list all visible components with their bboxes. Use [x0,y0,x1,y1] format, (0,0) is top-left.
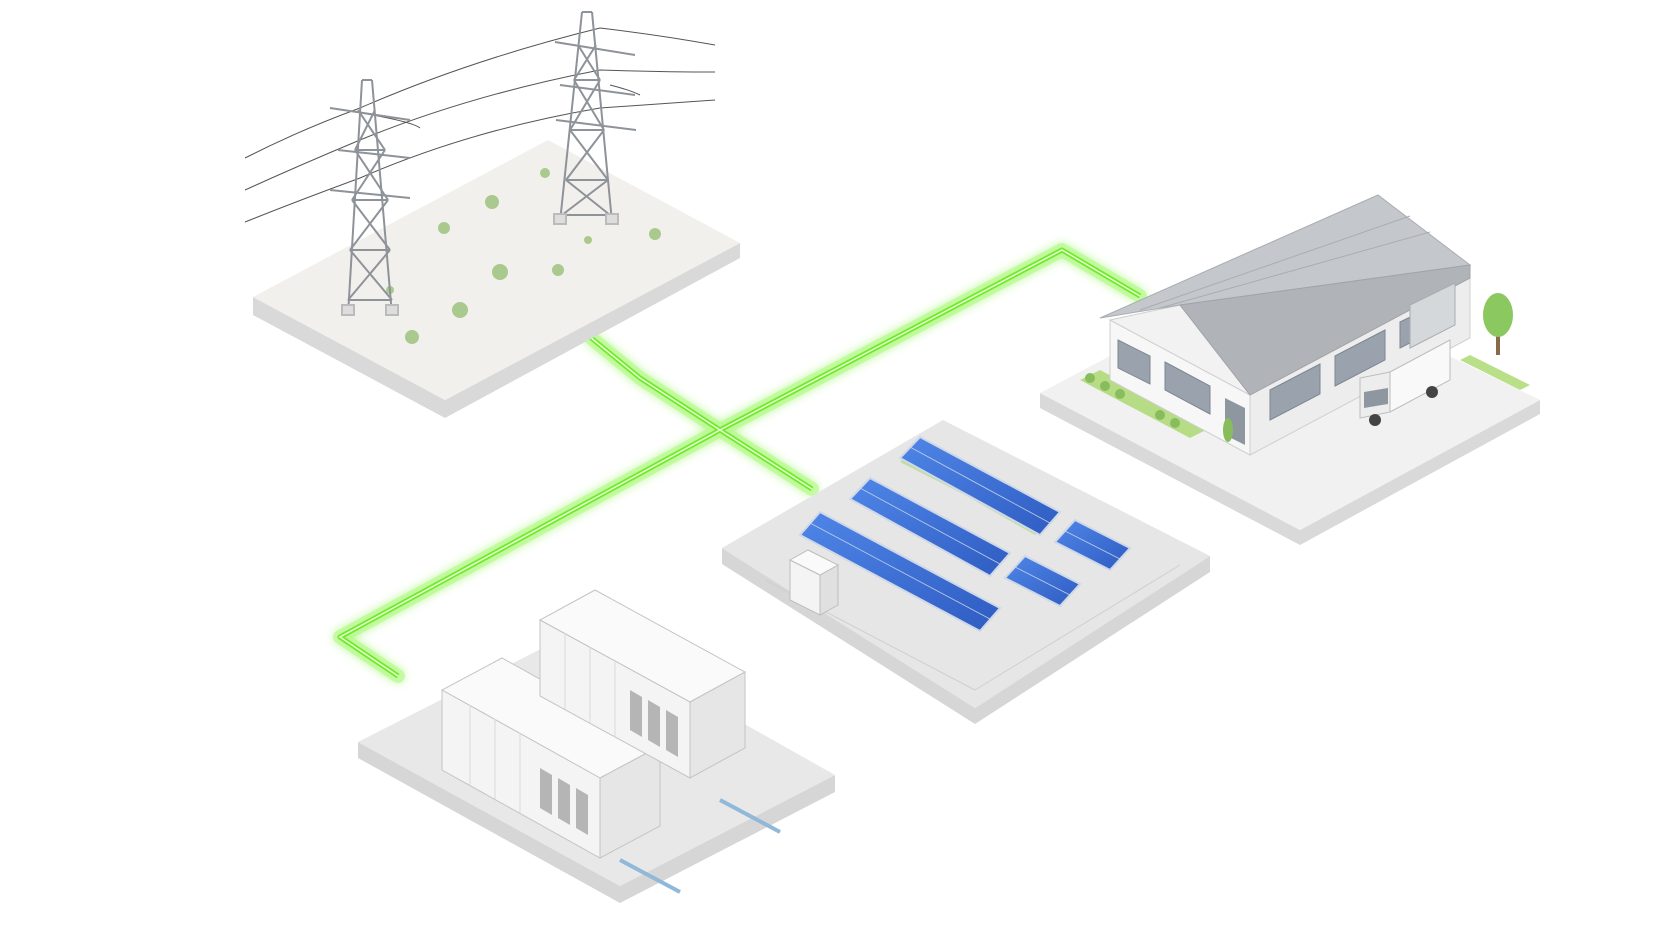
solar-platform-top [722,420,1210,708]
transmission-tower-icon [329,79,411,316]
grid-platform-side [253,243,740,418]
battery-storage-container-icon [538,589,747,779]
shrub-icon [386,168,661,344]
transmission-tower-icon [553,11,637,225]
inverter-icon [788,549,840,616]
storage-node [358,589,835,903]
power-lines [244,27,716,223]
tree-icon [1483,293,1513,355]
pipe-icon [619,798,781,894]
power-connections [333,243,1147,683]
factory-node [1040,194,1540,545]
solar-node [722,420,1210,724]
grid-transmission-node [244,11,740,418]
solar-panel-array-icon [798,435,1132,633]
battery-storage-container-icon [440,657,662,859]
factory-building-icon [1099,194,1472,456]
truck-icon [1359,339,1451,426]
shrub-icon [1085,373,1233,442]
